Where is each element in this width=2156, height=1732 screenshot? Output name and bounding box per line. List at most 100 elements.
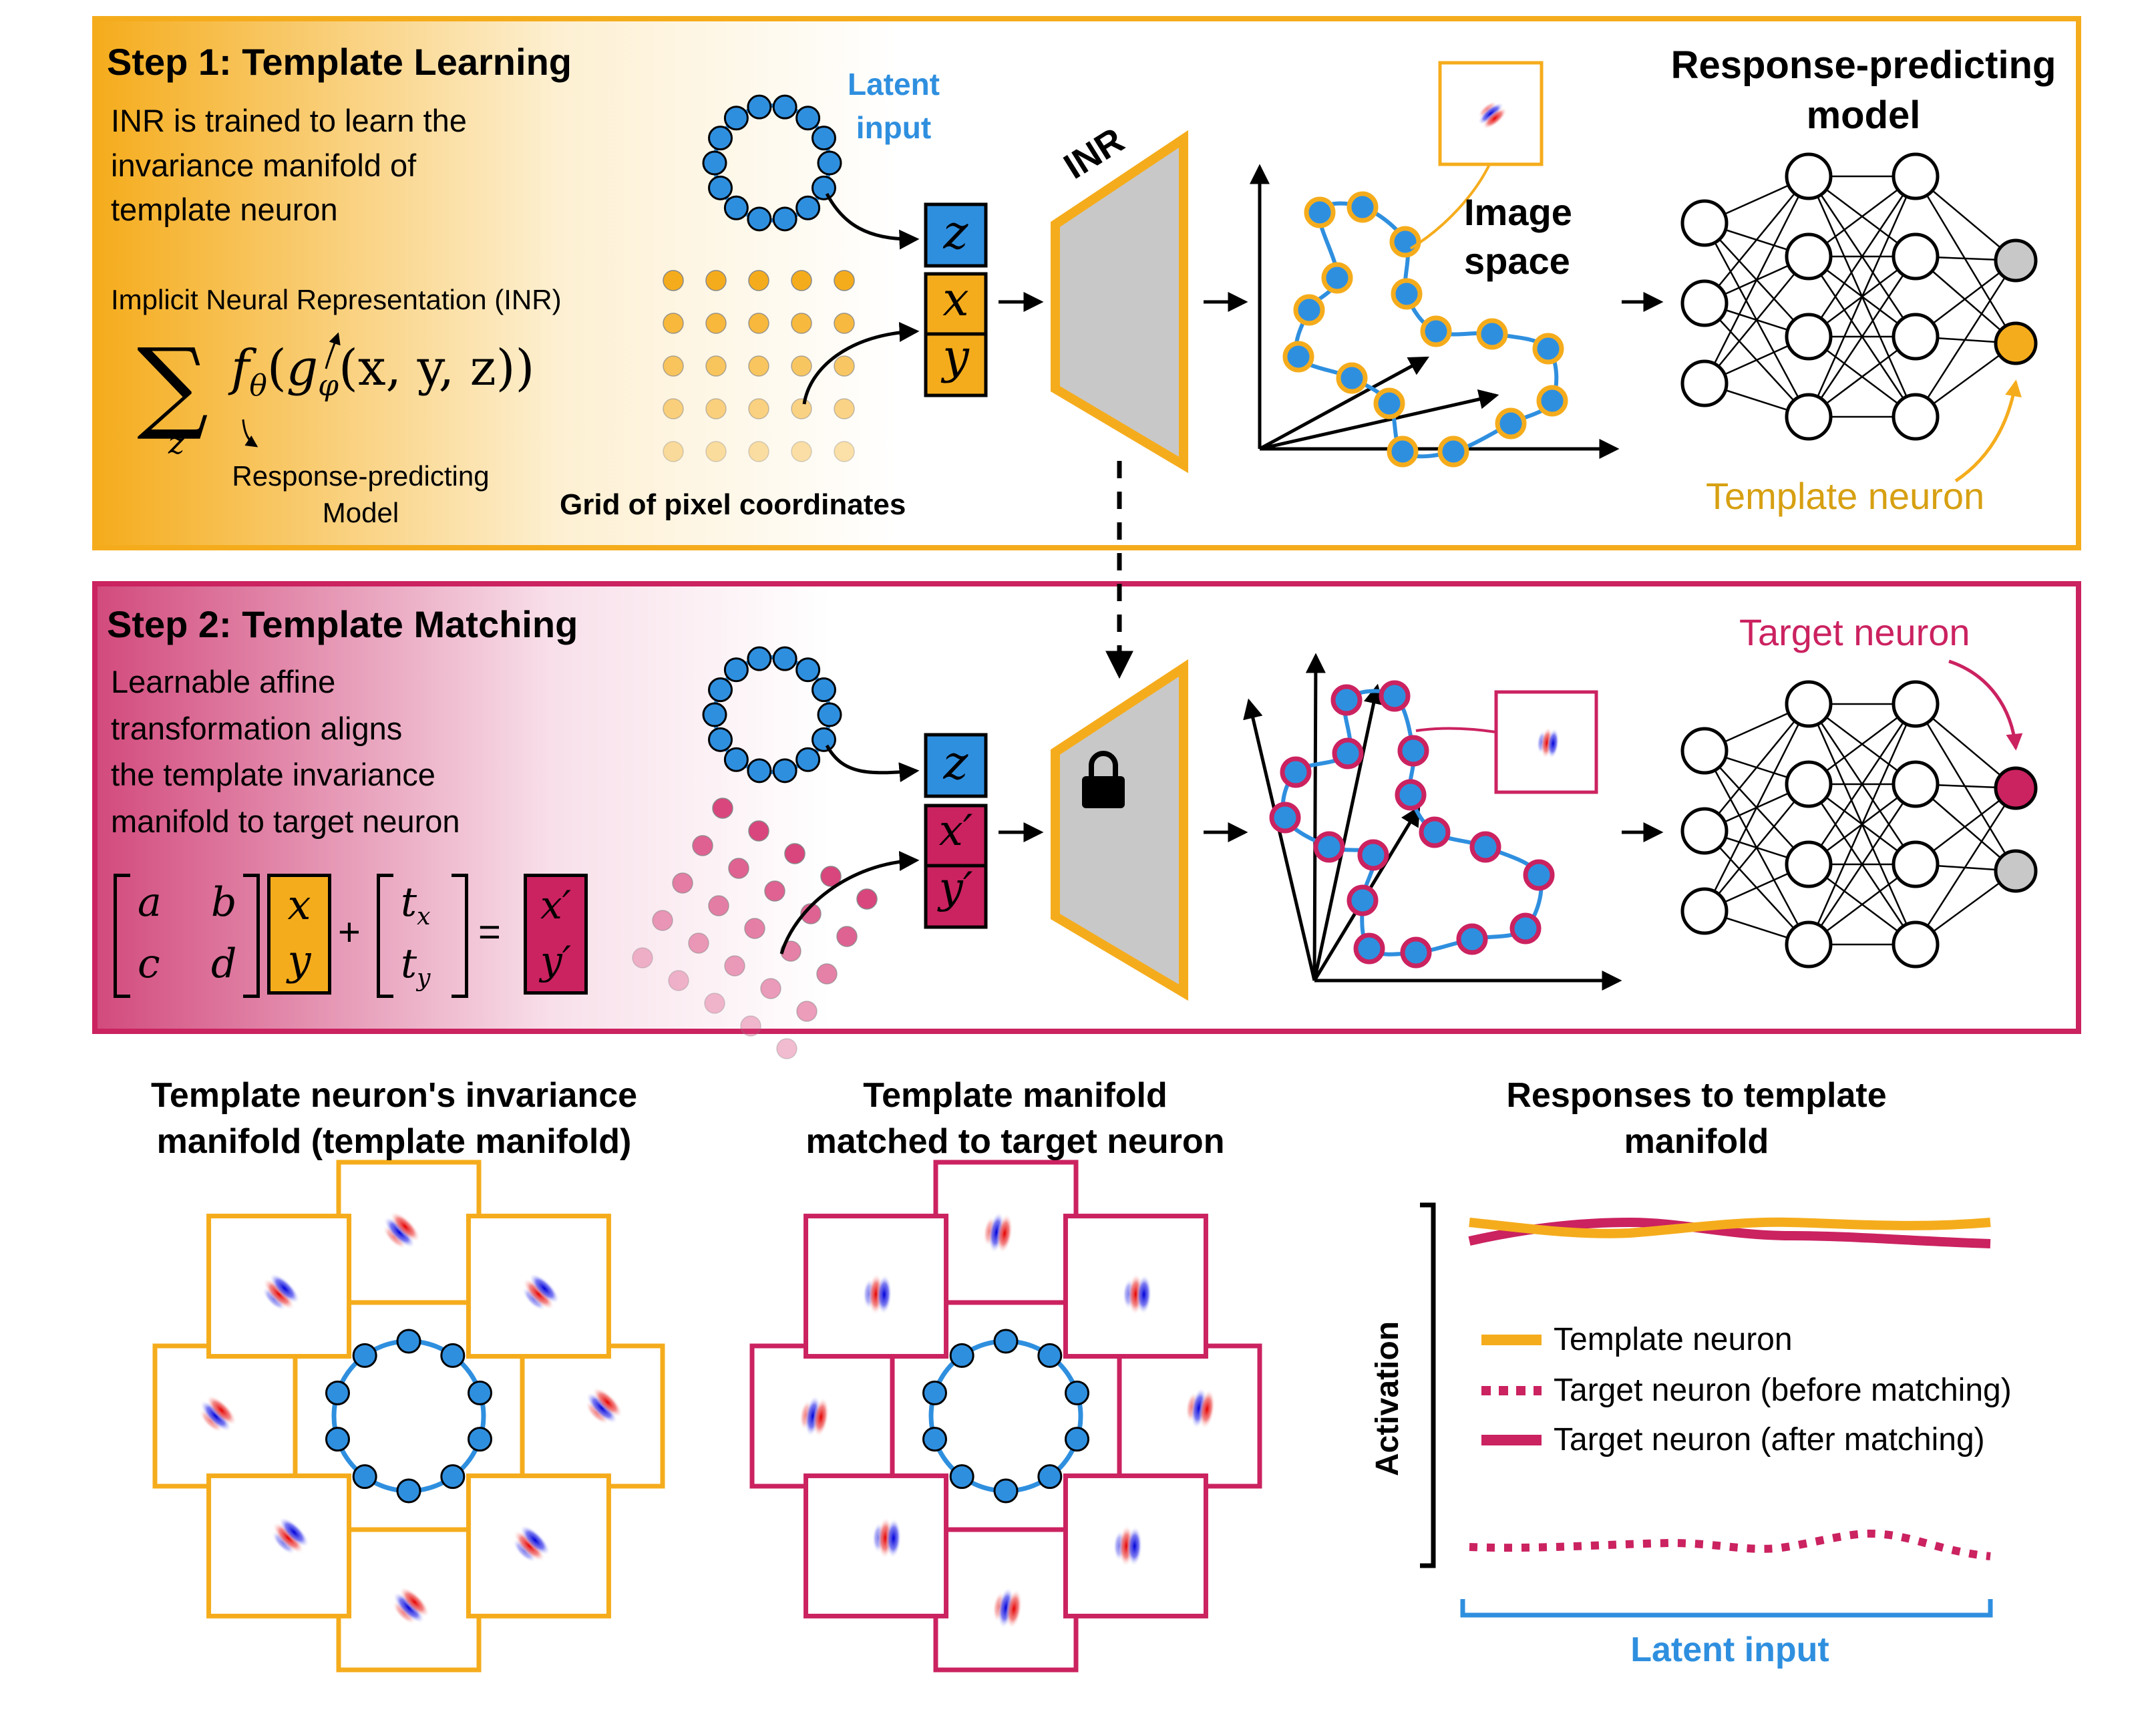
grid-point (748, 313, 769, 334)
equals-sign: = (478, 910, 501, 954)
network-node (1892, 840, 1940, 888)
latent-point (708, 175, 733, 200)
t-bracket-left (377, 874, 393, 998)
step1-description: INR is trained to learn the invariance m… (111, 103, 467, 228)
input-y-label-step1: y (942, 329, 969, 384)
gabor-patch (799, 1395, 830, 1437)
grid-point (705, 441, 727, 462)
gabor-center-lobe (272, 1522, 305, 1554)
latent-point (396, 1329, 421, 1354)
output-y: y′ (524, 932, 588, 995)
latent-point (811, 727, 836, 752)
grid-arrow-step2 (779, 851, 920, 955)
network-node (1680, 359, 1729, 407)
gabor-side-lobe (1136, 1274, 1152, 1315)
latent-point (772, 206, 797, 232)
pixel-grid-step2 (632, 798, 878, 1059)
grid-point (820, 866, 842, 887)
formula-up-arrow (325, 332, 341, 369)
manifold-point (1330, 684, 1363, 716)
y-axis-label: Activation (1370, 1321, 1405, 1476)
latent-point (772, 94, 797, 120)
latent-point (708, 677, 733, 703)
manifold-point (1400, 936, 1432, 969)
gabor-patch (199, 1395, 237, 1433)
gabor-center-lobe (513, 1530, 546, 1562)
gabor-patch (992, 1586, 1023, 1629)
input-y-box-step2 (924, 864, 988, 929)
network-node (1892, 232, 1940, 281)
network-node (1785, 393, 1833, 441)
latent-point (1065, 1380, 1090, 1405)
manifold-point (1346, 191, 1379, 223)
gabor-side-lobe (996, 1214, 1013, 1254)
formula-f: f (231, 339, 250, 397)
vector-y: y (267, 932, 331, 995)
grid-point (834, 313, 855, 334)
gabor-side-lobe (279, 1517, 309, 1548)
manifold-point (1395, 779, 1427, 811)
grid-point (748, 355, 769, 377)
gabor-patch (982, 1211, 1013, 1254)
network-node (1994, 766, 2038, 810)
gabor-center-lobe (586, 1392, 618, 1424)
network-edge (1807, 703, 1917, 865)
gabor-side-lobe (389, 1211, 421, 1242)
template-manifold-title: Template neuron's invariance manifold (t… (150, 1076, 638, 1161)
matrix-a: a (138, 879, 162, 926)
latent-point (396, 1478, 421, 1504)
formula-phi: φ (318, 368, 339, 403)
grid-point (708, 895, 729, 916)
vector-x: x (267, 874, 331, 936)
latent-ring-step2 (702, 646, 842, 784)
callout-line-step1 (1409, 161, 1492, 250)
gabor-patch (271, 1517, 309, 1555)
manifold-point (1536, 385, 1568, 417)
grid-point (652, 910, 673, 931)
grid-point (760, 978, 781, 999)
gabor-patch (1122, 1273, 1152, 1315)
template-neuron-label: Template neuron (1706, 475, 1985, 517)
x-axis-bracket (1460, 1599, 1993, 1618)
network-node (1994, 321, 2038, 365)
gabor-center-lobe (393, 1592, 425, 1624)
legend-template: Template neuron (1554, 1322, 1793, 1357)
network-node (1994, 238, 2038, 283)
grid-point (663, 313, 684, 334)
manifold-point (1469, 831, 1501, 863)
gabor-patch (872, 1517, 902, 1559)
manifold-point (1336, 362, 1368, 394)
latent-point (949, 1343, 974, 1368)
grid-point (834, 398, 855, 419)
gabor-patch (262, 1273, 300, 1311)
input-x-label-step2: x′ (938, 806, 973, 856)
grid-point (705, 398, 727, 419)
network-node (1785, 920, 1833, 969)
manifold-point (1419, 816, 1451, 848)
manifold-point (1523, 859, 1555, 891)
legend-after: Target neuron (after matching) (1554, 1422, 1985, 1457)
grid-point (668, 970, 689, 991)
grid-point (663, 441, 684, 462)
grid-point (712, 798, 733, 819)
matched-manifold-title: Template manifold matched to target neur… (805, 1076, 1225, 1161)
network-node (1892, 152, 1940, 200)
callout-line-step2 (1415, 727, 1497, 733)
latent-point (440, 1464, 466, 1490)
grid-label: Grid of pixel coordinates (560, 488, 906, 521)
latent-point (922, 1427, 947, 1452)
manifold-point (1379, 680, 1411, 712)
input-x-label-step1: x (942, 272, 969, 327)
manifold-point (1532, 333, 1564, 365)
latent-point (440, 1343, 466, 1368)
manifold-point (1280, 756, 1312, 788)
latent-point (795, 747, 821, 772)
sum-symbol: ∑ (137, 327, 208, 444)
grid-point (663, 398, 684, 419)
manifold-point (1321, 262, 1353, 294)
grid-point (663, 270, 684, 291)
grid-point (740, 1015, 761, 1037)
manifold-point (1391, 278, 1423, 310)
plus-sign: + (338, 910, 361, 954)
